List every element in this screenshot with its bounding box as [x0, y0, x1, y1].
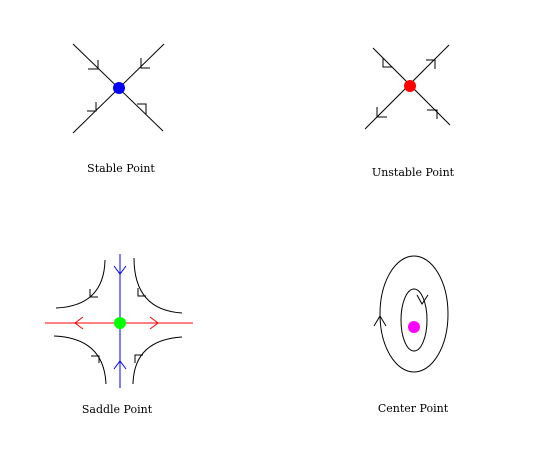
saddle-hyperbola-top-right: [133, 257, 183, 314]
center-orbit-outer-arrow: [373, 315, 387, 327]
saddle-arrow-left: [74, 316, 84, 330]
saddle-equilibrium-dot: [114, 317, 126, 329]
unstable-point-label: Unstable Point: [371, 166, 455, 179]
saddle-point-portrait: [45, 254, 193, 388]
unstable-arrow-bottom-right: [427, 109, 438, 119]
saddle-arrow-top: [113, 265, 127, 275]
saddle-hyperbola-top-left: [55, 259, 106, 309]
stable-arrow-bottom-left: [87, 102, 97, 112]
stable-arrow-top-right: [140, 58, 150, 69]
saddle-hyperbola-arrow-top-left: [89, 289, 98, 298]
unstable-arrow-top-left: [382, 58, 392, 68]
unstable-arrow-bottom-left: [376, 107, 387, 118]
center-point-label: Center Point: [377, 402, 449, 415]
saddle-hyperbola-bottom-right: [132, 336, 183, 385]
center-point-portrait: [373, 255, 449, 373]
saddle-arrow-right: [149, 316, 159, 330]
unstable-equilibrium-dot: [404, 80, 416, 92]
stable-arrow-bottom-right: [137, 103, 147, 114]
saddle-hyperbola-bottom-left: [53, 335, 107, 385]
stable-point-portrait: [72, 43, 165, 134]
saddle-hyperbola-arrow-bottom-left: [91, 355, 100, 363]
unstable-arrow-top-right: [426, 59, 436, 69]
stable-arrow-top-left: [88, 60, 99, 70]
stable-equilibrium-dot: [113, 82, 125, 94]
center-orbit-outer: [379, 255, 449, 373]
saddle-hyperbola-arrow-top-right: [137, 288, 146, 297]
center-equilibrium-dot: [408, 321, 420, 333]
stable-point-label: Stable Point: [87, 162, 155, 175]
saddle-arrow-bottom: [113, 360, 127, 370]
unstable-point-portrait: [364, 44, 451, 130]
center-orbit-inner-arrow: [416, 294, 429, 305]
saddle-hyperbola-arrow-bottom-right: [134, 354, 143, 363]
saddle-point-label: Saddle Point: [81, 403, 153, 416]
center-orbit-inner: [400, 288, 428, 352]
